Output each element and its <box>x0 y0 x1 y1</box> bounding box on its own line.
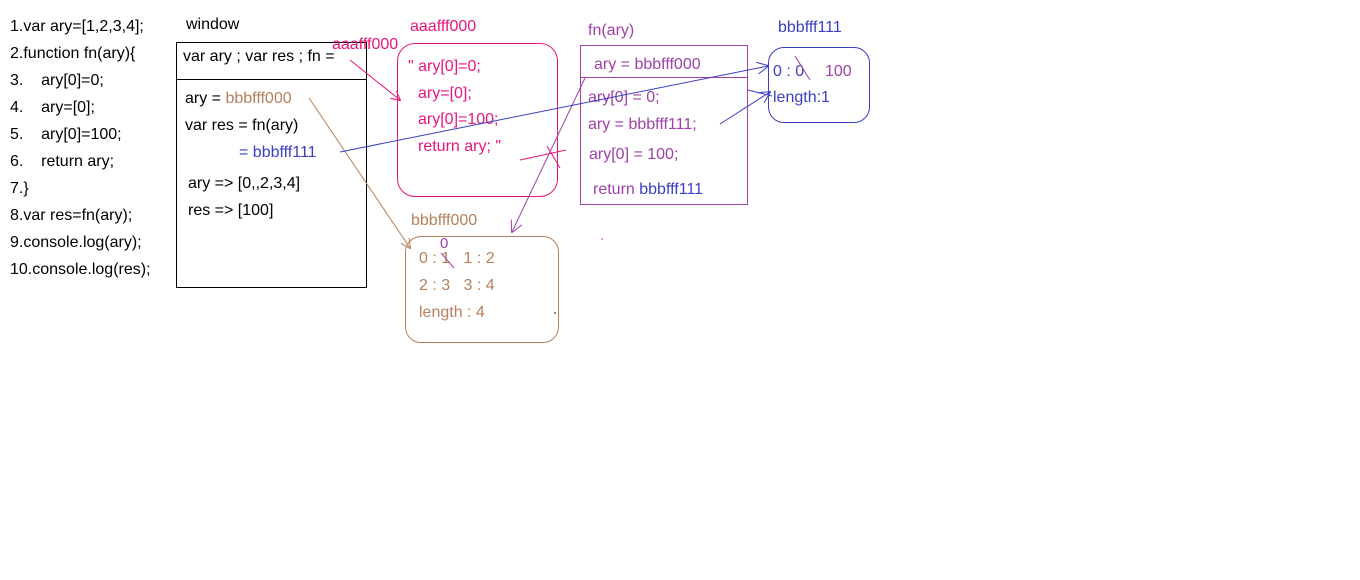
window-output-res: res => [100] <box>188 202 274 219</box>
window-res-value: = bbbfff111 <box>239 144 317 161</box>
window-ary-label: ary = <box>185 90 226 107</box>
window-ary-value: bbbfff000 <box>225 90 292 107</box>
window-res-line: var res = fn(ary) <box>185 117 299 134</box>
window-scope-box <box>176 42 367 288</box>
window-output-ary: ary => [0,,2,3,4] <box>188 175 301 192</box>
code-line-5: 5. ary[0]=100; <box>10 126 122 143</box>
fn-scope-return-value: bbbfff111 <box>639 181 704 198</box>
fn-scope-param: ary = bbbfff000 <box>594 56 701 73</box>
fn-scope-return: return bbbfff111 <box>593 182 703 198</box>
code-line-9: 9.console.log(ary); <box>10 234 142 251</box>
window-declaration: var ary ; var res ; fn = <box>183 48 335 65</box>
window-title: window <box>186 16 240 33</box>
array1-row-3: length : 4 <box>419 304 485 321</box>
code-line-4: 4. ary=[0]; <box>10 99 95 116</box>
code-line-2: 2.function fn(ary){ <box>10 45 136 62</box>
code-line-8: 8.var res=fn(ary); <box>10 207 133 224</box>
fn-scope-divider <box>581 77 747 78</box>
array1-row-1: 0 : 1 1 : 2 <box>419 250 495 267</box>
window-divider <box>177 79 366 80</box>
fn-scope-line-3: ary[0] = 100; <box>589 146 679 163</box>
fn-body-line-2: ary=[0]; <box>418 85 472 102</box>
array2-row-2: length:1 <box>773 89 830 106</box>
array2-row-1-key: 0 : 0 <box>773 63 805 80</box>
array2-row-1-new-value: 100 <box>825 63 852 80</box>
fn-body-line-3: ary[0]=100; <box>418 111 499 128</box>
array2-box <box>768 47 870 123</box>
fn-heap-address: aaafff000 <box>410 18 477 35</box>
code-line-3: 3. ary[0]=0; <box>10 72 104 89</box>
fn-address-tag: aaafff000 <box>332 36 399 53</box>
code-line-7: 7.} <box>10 180 29 197</box>
array1-address: bbbfff000 <box>411 212 478 229</box>
array2-address: bbbfff111 <box>778 19 842 36</box>
code-line-10: 10.console.log(res); <box>10 261 151 278</box>
fn-scope-line-2: ary = bbbfff111; <box>588 116 697 133</box>
window-ary-line: ary = bbbfff000 <box>185 91 292 107</box>
fn-scope-return-keyword: return <box>593 181 640 198</box>
code-line-1: 1.var ary=[1,2,3,4]; <box>10 18 144 35</box>
array1-box <box>405 236 559 343</box>
fn-scope-title: fn(ary) <box>588 22 635 39</box>
code-line-6: 6. return ary; <box>10 153 115 170</box>
fn-body-line-4: return ary; " <box>418 138 502 155</box>
fn-body-line-1: " ary[0]=0; <box>408 58 481 75</box>
array1-overwrite-value: 0 <box>440 235 449 252</box>
stray-dot-1 <box>601 238 603 240</box>
array1-row-2: 2 : 3 3 : 4 <box>419 277 495 294</box>
fn-scope-line-1: ary[0] = 0; <box>588 89 660 106</box>
